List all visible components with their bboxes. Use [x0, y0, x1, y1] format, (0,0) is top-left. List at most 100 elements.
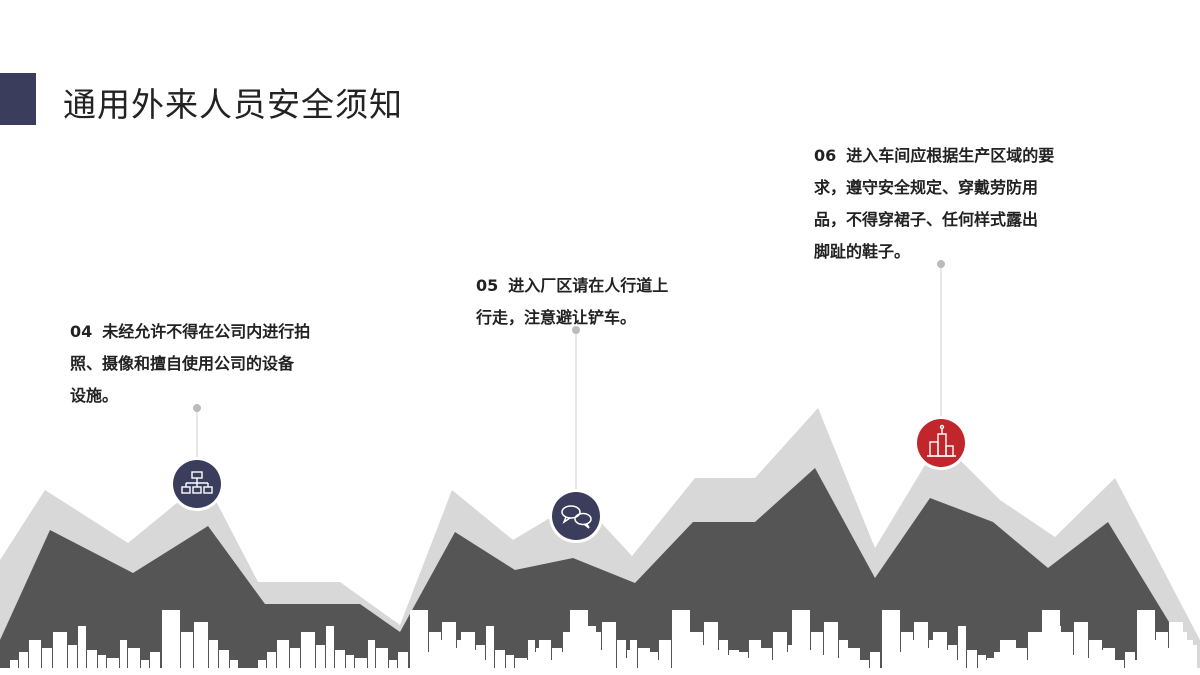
skyline-building [539, 640, 551, 675]
skyline-building [683, 632, 697, 675]
skyline-building [398, 652, 408, 675]
skyline-building [730, 660, 738, 675]
skyline-building [1043, 645, 1052, 675]
note-number: 05 [476, 276, 499, 295]
skyline-building [948, 645, 957, 675]
skyline-building [994, 652, 1003, 675]
skyline-building [1053, 626, 1061, 675]
skyline-building [346, 655, 354, 675]
skyline-building [162, 610, 180, 675]
skyline-building [486, 626, 494, 675]
skyline-building [495, 650, 505, 675]
note-05: 05 进入厂区请在人行道上 行走，注意避让铲车。 [476, 270, 668, 334]
skyline-building [739, 652, 748, 675]
skyline-building [368, 640, 375, 675]
skyline-building [640, 660, 648, 675]
skyline-building [597, 650, 607, 675]
skyline-building [418, 660, 426, 675]
skyline-building [68, 645, 77, 675]
note-text-line: 设施。 [70, 386, 119, 405]
skyline-building [890, 660, 898, 675]
skyline-building [967, 650, 977, 675]
skyline-building [899, 652, 908, 675]
skyline-building [1089, 640, 1098, 675]
note-text-line: 进入厂区请在人行道上 [508, 276, 669, 295]
note-text-line: 进入车间应根据生产区域的要 [846, 146, 1055, 165]
skyline-building [649, 652, 658, 675]
skyline-building [659, 640, 671, 675]
skyline-building [978, 655, 986, 675]
skyline-building [427, 652, 436, 675]
skyline-building [53, 632, 67, 675]
skyline-building [608, 655, 616, 675]
skyline-building [563, 632, 577, 675]
skyline-building [1073, 655, 1081, 675]
skyline-building [194, 622, 208, 675]
skyline-building [1004, 640, 1016, 675]
skyline-building [818, 655, 826, 675]
skyline-building [762, 648, 772, 675]
note-text-line: 行走，注意避让铲车。 [476, 308, 637, 327]
skyline-building [958, 626, 966, 675]
skyline-building [870, 652, 880, 675]
skyline-building [588, 626, 596, 675]
skyline-building [277, 640, 289, 675]
skyline-building [807, 650, 817, 675]
skyline-building [985, 660, 993, 675]
skyline-building [335, 650, 345, 675]
skyline-building [552, 648, 562, 675]
connector-dot-04 [193, 404, 201, 412]
skyline-building [141, 660, 149, 675]
skyline-building [290, 648, 300, 675]
chat-icon [549, 489, 603, 543]
skyline-building [267, 652, 276, 675]
skyline-base [0, 668, 1200, 675]
note-text-line: 脚趾的鞋子。 [814, 242, 911, 261]
skyline-building [529, 652, 538, 675]
skyline-building [1062, 650, 1072, 675]
connector-dot-05 [572, 326, 580, 334]
skyline-building [181, 632, 193, 675]
skyline-building [1095, 640, 1102, 675]
skyline-building [717, 650, 727, 675]
skyline-building [1149, 640, 1161, 675]
skyline-building [861, 660, 869, 675]
skyline-building [10, 660, 18, 675]
skyline-building [209, 640, 218, 675]
skyline-building [882, 610, 900, 675]
skyline-building [316, 645, 325, 675]
skyline-building [1000, 640, 1007, 675]
skyline-building [922, 648, 932, 675]
note-number: 04 [70, 322, 93, 341]
skyline-building [1130, 660, 1138, 675]
skyline-building [909, 640, 921, 675]
skyline-building [1188, 645, 1197, 675]
skyline-building [230, 660, 238, 675]
note-text-line: 品，不得穿裙子、任何样式露出 [814, 210, 1039, 229]
skyline-building [120, 640, 127, 675]
title-accent-bar [0, 73, 36, 125]
skyline-building [450, 648, 460, 675]
skyline-building [630, 640, 637, 675]
skyline-building [1017, 648, 1027, 675]
skyline-building [19, 652, 28, 675]
skyline-building [617, 640, 626, 675]
skyline-building [672, 648, 682, 675]
skyline-building [258, 660, 266, 675]
connector-dot-06 [937, 260, 945, 268]
skyline-building [749, 640, 761, 675]
building-icon [914, 416, 968, 470]
skyline-building [1162, 648, 1172, 675]
city-skyline [0, 610, 1200, 675]
skyline-building [98, 655, 106, 675]
skyline-building [1173, 632, 1187, 675]
skyline-building [788, 645, 797, 675]
skyline-building [578, 645, 587, 675]
skyline-building [410, 610, 428, 675]
skyline-building [301, 632, 315, 675]
skyline-building [1139, 652, 1148, 675]
skyline-building [708, 626, 716, 675]
